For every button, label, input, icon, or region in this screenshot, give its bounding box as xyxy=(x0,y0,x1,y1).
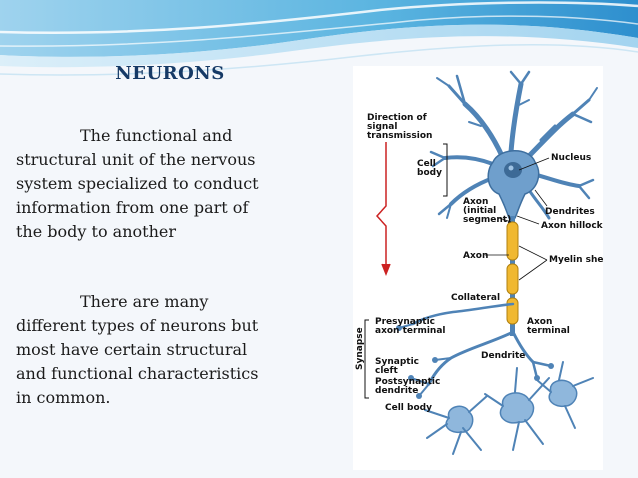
myelin-segment xyxy=(506,263,519,295)
label-dendrites: Dendrites xyxy=(545,207,595,217)
label-postsynaptic: Postsynaptic xyxy=(375,377,440,387)
paragraph-types: There are many different types of neuron… xyxy=(16,290,316,410)
paragraph-line: in common. xyxy=(16,388,111,407)
neuron-diagram: Direction of signal transmission Cell bo… xyxy=(353,66,603,470)
label-synaptic-cleft: cleft xyxy=(375,366,398,376)
label-axon-hillock: Axon hillock xyxy=(541,221,603,231)
paragraph-line: different types of neurons but xyxy=(16,316,259,335)
label-synapse: Synapse xyxy=(355,327,365,370)
slide-title: NEURONS xyxy=(115,63,225,84)
terminal-boutons xyxy=(396,325,554,399)
label-axon: Axon xyxy=(463,251,488,261)
paragraph-line: The functional and xyxy=(80,126,233,145)
label-cell-body: Cell xyxy=(417,159,436,169)
label-axon-initial: segment) xyxy=(463,215,511,225)
myelin-segment xyxy=(506,297,519,325)
label-axon-terminal: terminal xyxy=(527,326,570,336)
paragraph-line: and functional characteristics xyxy=(16,364,259,383)
synapse-bracket xyxy=(364,319,369,399)
axon-terminals xyxy=(398,302,553,397)
label-dendrite: Dendrite xyxy=(481,351,525,361)
signal-direction-arrow xyxy=(375,142,391,277)
paragraph-definition: The functional and structural unit of th… xyxy=(16,124,316,244)
top-dendrites xyxy=(429,70,598,220)
label-direction: signal xyxy=(367,122,397,132)
header-wave-decoration xyxy=(0,0,638,76)
label-postsynaptic: dendrite xyxy=(375,386,418,396)
myelin-segment xyxy=(506,221,519,261)
label-synaptic-cleft: Synaptic xyxy=(375,357,419,367)
paragraph-line: system specialized to conduct xyxy=(16,174,259,193)
label-myelin-sheath: Myelin sheath xyxy=(549,255,603,265)
label-cell-body: body xyxy=(417,168,442,178)
label-axon-initial: Axon xyxy=(463,197,488,207)
label-cell-body-bottom: Cell body xyxy=(385,403,432,413)
paragraph-line: structural unit of the nervous xyxy=(16,150,256,169)
label-presynaptic: Presynaptic xyxy=(375,317,435,327)
paragraph-line: the body to another xyxy=(16,222,177,241)
label-collateral: Collateral xyxy=(451,293,500,303)
cell-body-bracket xyxy=(443,143,448,197)
label-axon-initial: (initial xyxy=(463,206,496,216)
label-direction: Direction of xyxy=(367,113,427,123)
label-presynaptic: axon terminal xyxy=(375,326,445,336)
label-direction: transmission xyxy=(367,131,432,141)
postsynaptic-cells xyxy=(445,379,578,434)
paragraph-line: There are many xyxy=(80,292,209,311)
postsynaptic-dendrites xyxy=(424,361,594,455)
paragraph-line: information from one part of xyxy=(16,198,249,217)
label-axon-terminal: Axon xyxy=(527,317,552,327)
label-nucleus: Nucleus xyxy=(551,153,591,163)
paragraph-line: most have certain structural xyxy=(16,340,248,359)
nucleus-shape xyxy=(504,162,522,178)
